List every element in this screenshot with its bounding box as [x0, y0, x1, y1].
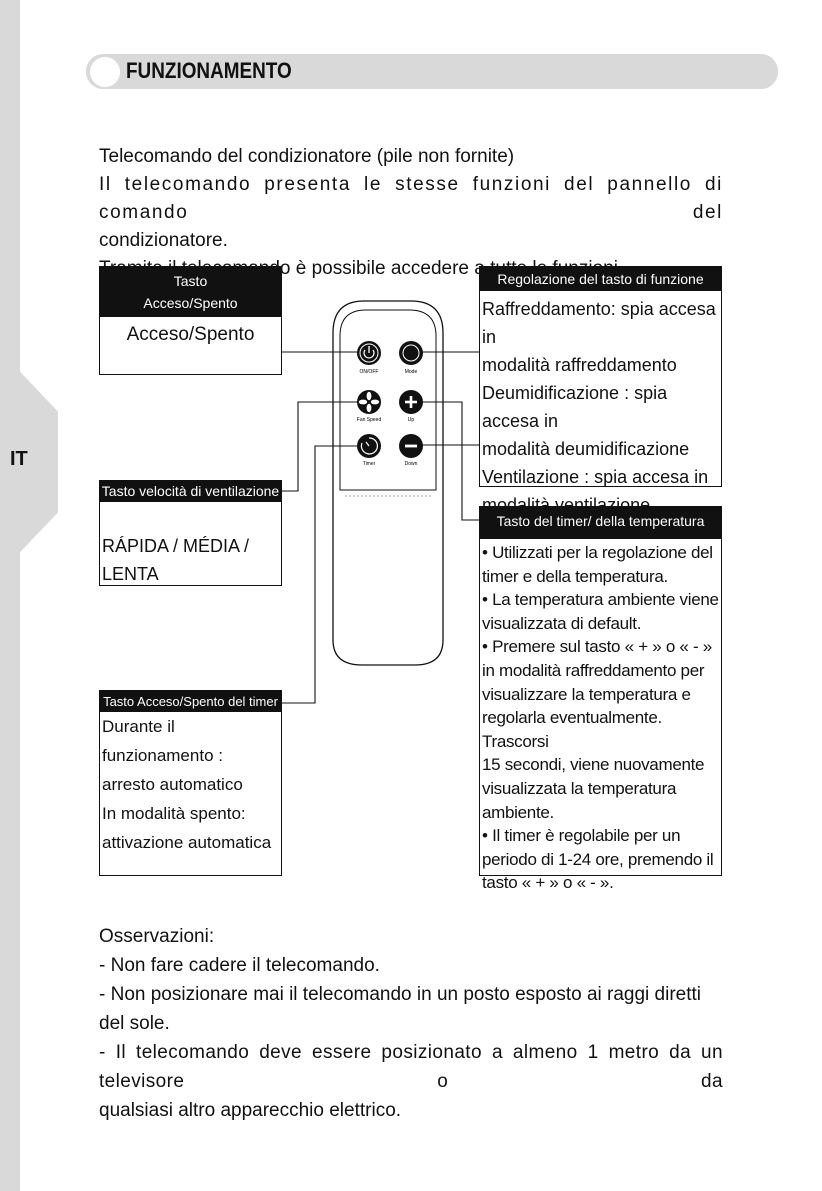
- language-label: IT: [10, 448, 28, 470]
- onoff-info-box: Tasto Acceso/Spento Acceso/Spento: [99, 266, 282, 375]
- side-tab: [0, 0, 20, 1191]
- box-header-line: Tasto: [173, 273, 208, 289]
- box-header: Tasto Acceso/Spento: [100, 267, 281, 317]
- mode-button[interactable]: [399, 341, 423, 365]
- box-line: visualizzata la temperatura: [482, 778, 677, 798]
- box-line: visualizzata di default.: [482, 613, 642, 633]
- section-header-bar: [86, 54, 778, 89]
- onoff-button-label: ON/OFF: [360, 369, 379, 375]
- notes-line: - Non posizionare mai il telecomando in …: [99, 984, 701, 1034]
- box-line: modalità raffreddamento: [482, 355, 677, 375]
- box-body: Acceso/Spento: [126, 324, 255, 345]
- box-line: • Utilizzati per la regolazione del: [482, 543, 713, 562]
- plus-icon: [405, 396, 417, 408]
- box-body: Durante il funzionamento : arresto autom…: [100, 712, 281, 857]
- power-icon: [363, 346, 375, 359]
- section-bullet-icon: [90, 57, 120, 87]
- fan-speed-button-label: Fan Speed: [357, 417, 382, 423]
- up-button[interactable]: [399, 390, 423, 414]
- box-line: Ventilazione : spia accesa in: [482, 467, 709, 487]
- down-button[interactable]: [399, 434, 423, 458]
- timer-button[interactable]: [357, 434, 381, 458]
- box-line: regolarla eventualmente. Trascorsi: [482, 708, 662, 751]
- down-button-label: Down: [405, 461, 418, 467]
- notes-title: Osservazioni:: [99, 926, 215, 947]
- box-header: Tasto velocità di ventilazione: [100, 481, 281, 502]
- timer-onoff-info-box: Tasto Acceso/Spento del timer Durante il…: [99, 690, 282, 876]
- box-body: Raffreddamento: spia accesa in modalità …: [480, 291, 721, 519]
- intro-line: Telecomando del condizionatore (pile non…: [99, 146, 515, 167]
- notes-line: qualsiasi altro apparecchio elettrico.: [99, 1100, 402, 1121]
- intro-line: Il telecomando presenta le stesse funzio…: [99, 174, 723, 223]
- box-line: attivazione automatica: [102, 833, 272, 852]
- mode-button-label: Mode: [405, 369, 418, 375]
- box-line: periodo di 1-24 ore, premendo il: [482, 849, 714, 869]
- timer-button-label: Timer: [363, 461, 376, 467]
- box-line: In modalità spento:: [102, 804, 246, 823]
- box-header-line: Acceso/Spento: [143, 295, 238, 311]
- box-line: in modalità raffreddamento per: [482, 660, 705, 680]
- timer-temperature-info-box: Tasto del timer/ della temperatura • Uti…: [479, 506, 722, 892]
- notes-line: - Non fare cadere il telecomando.: [99, 955, 380, 976]
- mode-icon: [402, 344, 420, 362]
- fan-speed-info-box: Tasto velocità di ventilazione RÁPIDA / …: [99, 480, 282, 586]
- section-title: FUNZIONAMENTO: [126, 58, 292, 83]
- notes-section: Osservazioni: - Non fare cadere il telec…: [99, 922, 723, 1125]
- up-button-label: Up: [408, 417, 415, 423]
- box-line: • Il timer è regolabile per un: [482, 826, 681, 846]
- box-line: modalità deumidificazione: [482, 439, 690, 459]
- box-line: visualizzare la temperatura e: [482, 684, 691, 704]
- box-line: Deumidificazione : spia accesa in: [482, 383, 668, 431]
- box-line: ambiente.: [482, 802, 554, 822]
- box-header: Tasto Acceso/Spento del timer: [100, 691, 281, 712]
- box-line: Durante il funzionamento :: [102, 717, 223, 765]
- box-line: 15 secondi, viene nuovamente: [482, 755, 705, 775]
- timer-icon: [360, 437, 378, 455]
- function-info-box: Regolazione del tasto di funzione Raffre…: [479, 266, 722, 515]
- box-body: RÁPIDA / MÉDIA / LENTA: [102, 536, 250, 584]
- box-line: Raffreddamento: spia accesa in: [482, 299, 716, 347]
- box-line: • Premere sul tasto « + » o « - »: [482, 637, 712, 657]
- box-header: Regolazione del tasto di funzione: [480, 267, 721, 291]
- box-line: arresto automatico: [102, 775, 243, 794]
- intro-line: condizionatore.: [99, 230, 228, 251]
- onoff-button[interactable]: [357, 341, 381, 365]
- box-header: Tasto del timer/ della temperatura: [480, 507, 721, 539]
- fan-speed-button[interactable]: [357, 390, 381, 414]
- box-body: • Utilizzati per la regolazione del time…: [480, 539, 721, 895]
- notes-line: - Il telecomando deve essere posizionato…: [99, 1042, 723, 1092]
- box-line: • La temperatura ambiente viene: [482, 590, 719, 610]
- box-line: tasto « + » o « - ».: [482, 873, 614, 893]
- box-line: timer e della temperatura.: [482, 566, 668, 586]
- fan-icon: [358, 391, 380, 413]
- language-tab: [0, 372, 58, 552]
